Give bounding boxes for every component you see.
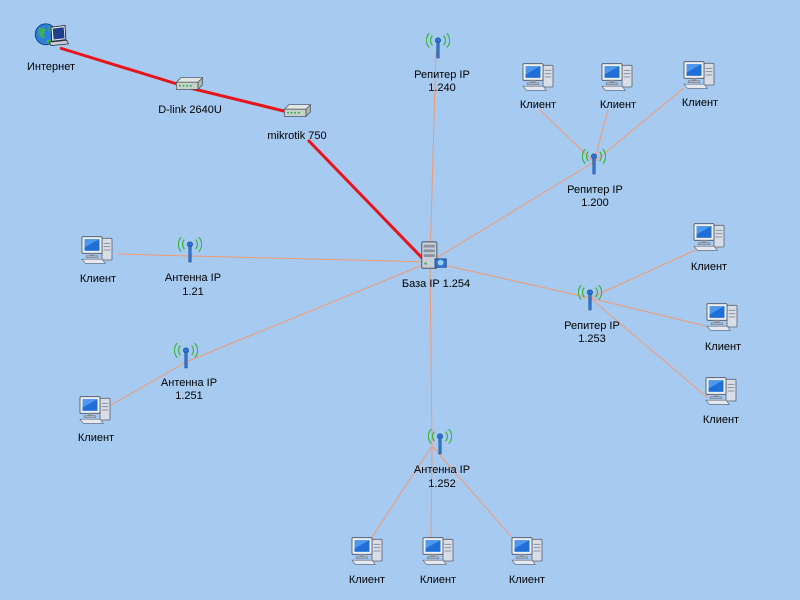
link-internet-modem [59, 46, 191, 90]
antenna-icon [174, 342, 198, 369]
link-rep200-client3 [593, 87, 685, 163]
node-router[interactable]: mikrotik 750 [267, 104, 327, 142]
link-rep253-client3 [589, 297, 709, 399]
repeater-240-label: Репитер IP [414, 69, 470, 81]
client-label: Клиент [349, 574, 385, 586]
client-ant252-1[interactable]: Клиент [349, 537, 385, 586]
link-ant252-client3 [431, 445, 517, 543]
link-ant252-client2 [430, 445, 433, 541]
client-ant251[interactable]: Клиент [78, 396, 114, 444]
node-repeater-240[interactable]: Репитер IP 1.240 [414, 32, 470, 94]
antenna-21-ip: 1.21 [182, 286, 203, 298]
modem-label: D-link 2640U [158, 104, 222, 116]
link-ant21-client [117, 253, 191, 257]
node-repeater-200[interactable]: Репитер IP 1.200 [567, 148, 623, 209]
client-label: Клиент [509, 574, 545, 586]
link-base-ant251 [185, 261, 431, 363]
link-base-rep253 [429, 261, 591, 299]
client-ant252-2[interactable]: Клиент [420, 537, 456, 586]
link-rep253-client1 [589, 247, 701, 299]
wan-links [59, 46, 428, 264]
computer-icon [81, 236, 113, 264]
computer-icon [705, 377, 737, 405]
node-antenna-21[interactable]: Антенна IP 1.21 [165, 236, 221, 298]
antenna-icon [426, 32, 450, 59]
client-ant21[interactable]: Клиент [80, 236, 116, 285]
client-rep253-2[interactable]: Клиент [705, 303, 741, 353]
link-base-ant252 [429, 261, 433, 447]
client-label: Клиент [705, 341, 741, 353]
link-rep200-client2 [593, 109, 609, 163]
link-rep200-client1 [539, 109, 595, 163]
antenna-251-ip: 1.251 [175, 390, 203, 402]
base-label: База IP 1.254 [402, 278, 470, 290]
internet-label: Интернет [27, 61, 75, 73]
antenna-252-ip: 1.252 [428, 478, 456, 490]
modem-icon [175, 77, 203, 90]
repeater-240-ip: 1.240 [428, 82, 456, 94]
link-base-rep240 [429, 49, 437, 263]
client-label: Клиент [80, 273, 116, 285]
link-rep253-client2 [589, 297, 707, 327]
client-label: Клиент [520, 99, 556, 111]
link-modem-router [189, 86, 297, 116]
antenna-252-label: Антенна IP [414, 464, 470, 476]
antenna-icon [578, 284, 602, 311]
router-label: mikrotik 750 [267, 130, 326, 142]
link-router-base [306, 138, 428, 264]
repeater-200-label: Репитер IP [567, 184, 623, 196]
antenna-21-label: Антенна IP [165, 272, 221, 284]
node-modem[interactable]: D-link 2640U [158, 77, 222, 116]
node-antenna-252[interactable]: Антенна IP 1.252 [414, 428, 470, 490]
computer-icon [601, 63, 633, 91]
wireless-links [105, 49, 709, 543]
client-label: Клиент [682, 97, 718, 109]
link-base-rep200 [429, 161, 595, 263]
client-label: Клиент [78, 432, 114, 444]
computer-icon [522, 63, 554, 91]
client-rep200-2[interactable]: Клиент [600, 63, 636, 111]
node-internet[interactable]: Интернет [27, 23, 75, 73]
computer-icon [351, 537, 383, 565]
link-base-ant21 [189, 255, 431, 263]
computer-icon [422, 537, 454, 565]
client-rep200-3[interactable]: Клиент [682, 61, 718, 109]
client-label: Клиент [691, 261, 727, 273]
node-base[interactable]: База IP 1.254 [402, 241, 470, 290]
link-ant251-client [105, 361, 187, 409]
client-label: Клиент [420, 574, 456, 586]
node-repeater-253[interactable]: Репитер IP 1.253 [564, 284, 620, 345]
client-rep200-1[interactable]: Клиент [520, 63, 556, 111]
node-antenna-251[interactable]: Антенна IP 1.251 [161, 342, 217, 402]
computer-icon [683, 61, 715, 89]
computer-icon [79, 396, 111, 424]
repeater-200-ip: 1.200 [581, 197, 609, 209]
repeater-253-label: Репитер IP [564, 320, 620, 332]
computer-icon [511, 537, 543, 565]
computer-icon [693, 223, 725, 251]
client-label: Клиент [703, 414, 739, 426]
antenna-251-label: Антенна IP [161, 377, 217, 389]
globe-laptop-icon [34, 23, 69, 47]
antenna-icon [178, 236, 202, 263]
client-label: Клиент [600, 99, 636, 111]
client-ant252-3[interactable]: Клиент [509, 537, 545, 586]
antenna-icon [582, 148, 606, 175]
client-rep253-3[interactable]: Клиент [703, 377, 739, 426]
link-ant252-client1 [369, 445, 433, 541]
repeater-253-ip: 1.253 [578, 333, 606, 345]
router-icon [283, 104, 311, 117]
computer-icon [706, 303, 738, 331]
client-rep253-1[interactable]: Клиент [691, 223, 727, 273]
server-icon [421, 241, 447, 269]
